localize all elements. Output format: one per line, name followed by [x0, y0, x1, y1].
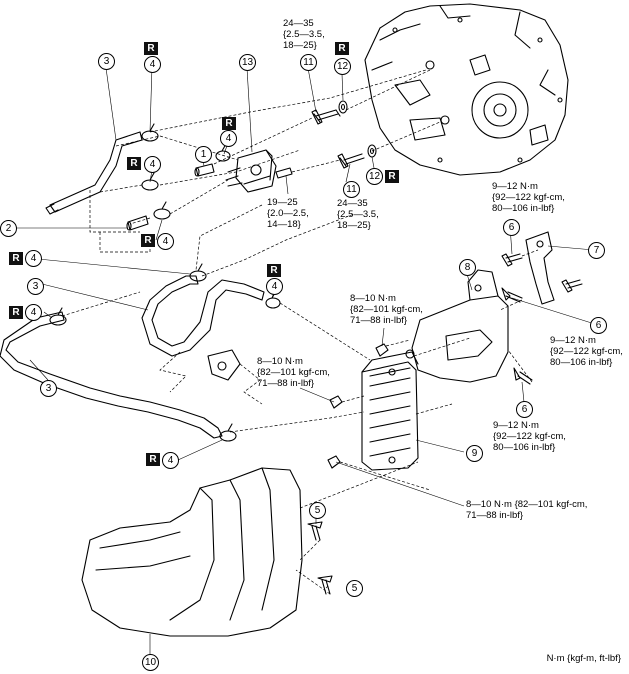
- callout-11: 11: [300, 54, 317, 71]
- nut-b: [329, 395, 343, 409]
- reuse-mark: R: [146, 453, 160, 466]
- bracket-8: [405, 269, 509, 383]
- hose-3-upper: [45, 131, 143, 215]
- reuse-mark: R: [267, 264, 281, 277]
- transaxle-assembly: [364, 3, 569, 176]
- callout-6: 6: [516, 401, 533, 418]
- callout-4: 4: [266, 278, 283, 295]
- torque-spec-bolt-6-right: 9—12 N·m {92—122 kgf-cm, 80—106 in-lbf}: [550, 335, 623, 368]
- callout-2: 2: [0, 220, 17, 237]
- callout-5: 5: [309, 502, 326, 519]
- nut-a: [375, 343, 389, 357]
- callout-4: 4: [25, 250, 42, 267]
- reuse-mark: R: [127, 157, 141, 170]
- bolt-6-b: [501, 287, 523, 303]
- callout-12: 12: [366, 168, 383, 185]
- clamp-4-g: [49, 307, 67, 326]
- oil-pipe-2: [126, 215, 149, 231]
- union-fitting-13: [225, 149, 293, 193]
- reuse-mark: R: [222, 117, 236, 130]
- bolt-6-c: [513, 367, 533, 385]
- callout-8: 8: [459, 259, 476, 276]
- callout-4: 4: [25, 304, 42, 321]
- torque-spec-bolt-6-lower: 9—12 N·m {92—122 kgf-cm, 80—106 in-lbf}: [493, 420, 566, 453]
- reuse-mark: R: [141, 234, 155, 247]
- callout-10: 10: [142, 654, 159, 671]
- clamp-4-h: [219, 423, 237, 442]
- callout-4: 4: [144, 156, 161, 173]
- callout-12: 12: [334, 58, 351, 75]
- bracket-7: [525, 231, 555, 305]
- callout-1: 1: [195, 146, 212, 163]
- reuse-mark: R: [144, 42, 158, 55]
- callout-4: 4: [157, 233, 174, 250]
- callout-5: 5: [346, 580, 363, 597]
- oil-cooler-9: [361, 351, 419, 471]
- washer-12-upper: [338, 100, 348, 114]
- callout-4: 4: [220, 130, 237, 147]
- bolt-5-a: [307, 521, 323, 541]
- torque-spec-cooler-nut-mid: 8—10 N·m {82—101 kgf-cm, 71—88 in-lbf}: [257, 356, 330, 389]
- reuse-mark: R: [9, 252, 23, 265]
- reuse-mark: R: [385, 170, 399, 183]
- oil-pipe-1: [194, 163, 215, 177]
- bolt-11-upper: [311, 109, 341, 125]
- torque-spec-bolt-6-top: 9—12 N·m {92—122 kgf-cm, 80—106 in-lbf}: [492, 181, 565, 214]
- clamp-4-d: [153, 201, 171, 220]
- callout-6: 6: [503, 219, 520, 236]
- torque-spec-bolt-11-lower: 24—35 {2.5—3.5, 18—25}: [337, 198, 379, 231]
- bolt-extra: [561, 279, 583, 293]
- bolt-5-b: [317, 575, 333, 595]
- clamp-4-e: [189, 263, 207, 282]
- callout-9: 9: [466, 445, 483, 462]
- callout-7: 7: [588, 242, 605, 259]
- callout-11: 11: [343, 181, 360, 198]
- callout-3: 3: [27, 278, 44, 295]
- callout-13: 13: [239, 54, 256, 71]
- reuse-mark: R: [9, 306, 23, 319]
- torque-spec-cooler-nut-bottom: 8—10 N·m {82—101 kgf-cm, 71—88 in-lbf}: [466, 499, 588, 521]
- callout-6: 6: [590, 317, 607, 334]
- nut-c: [327, 455, 341, 469]
- callout-4: 4: [144, 56, 161, 73]
- units-note: N·m {kgf-m, ft-lbf}: [546, 653, 621, 664]
- torque-spec-bolt-11-upper: 24—35 {2.5—3.5, 18—25}: [283, 18, 325, 51]
- torque-spec-cooler-nut-top: 8—10 N·m {82—101 kgf-cm, 71—88 in-lbf}: [350, 293, 423, 326]
- bolt-11-lower: [337, 153, 365, 169]
- callout-3: 3: [40, 380, 57, 397]
- pipe-bracket-small: [207, 349, 241, 381]
- callout-4: 4: [162, 452, 179, 469]
- torque-spec-union-13: 19—25 {2.0—2.5, 14—18}: [267, 197, 309, 230]
- hose-3-lower: [0, 311, 223, 439]
- reuse-mark: R: [335, 42, 349, 55]
- callout-3: 3: [98, 53, 115, 70]
- hose-3-middle: [141, 275, 265, 357]
- splash-shield-10: [81, 467, 303, 637]
- bolt-6-a: [501, 253, 523, 267]
- clamp-4-a: [141, 123, 159, 142]
